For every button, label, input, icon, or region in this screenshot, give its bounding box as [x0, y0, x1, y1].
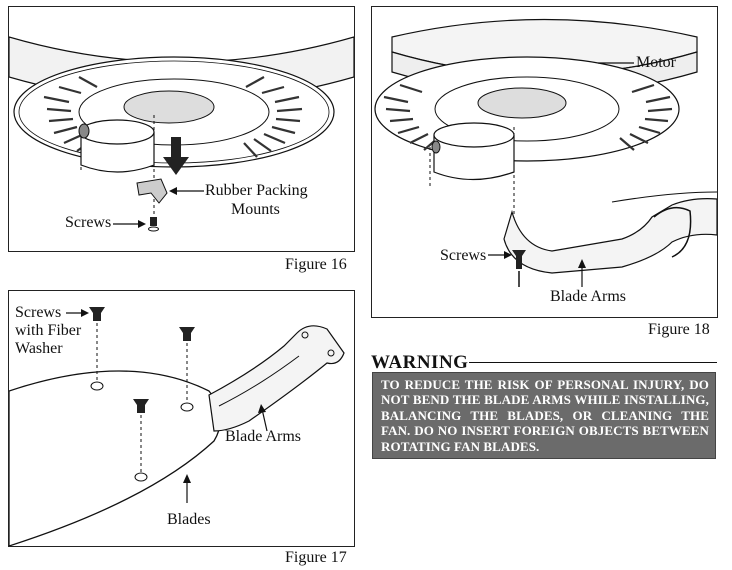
warning-heading: WARNING [371, 352, 469, 373]
motor-label: Motor [636, 54, 676, 71]
figure-18-illustration [374, 18, 717, 287]
washer-label: Washer [15, 340, 63, 357]
screws-label: Screws [65, 214, 112, 231]
warning-box: TO REDUCE THE RISK OF PERSONAL INJURY, D… [372, 372, 716, 459]
figure-17-illustration [9, 307, 345, 546]
with-fiber-label: with Fiber [15, 322, 82, 339]
screws-label: Screws [440, 247, 487, 264]
figure-17-caption: Figure 17 [285, 549, 347, 566]
figure-16-caption: Figure 16 [285, 256, 347, 273]
screws-label: Screws [15, 304, 62, 321]
blade-arms-label: Blade Arms [225, 428, 301, 445]
blade-arms-label: Blade Arms [550, 288, 626, 305]
figure-18-caption: Figure 18 [648, 321, 710, 338]
warning-text: TO REDUCE THE RISK OF PERSONAL INJURY, D… [381, 377, 709, 454]
blades-label: Blades [167, 511, 211, 528]
figure-18-panel: Motor Screws Blade Arms [371, 6, 718, 318]
warning-divider [469, 362, 717, 363]
rubber-packing-label: Rubber Packing [205, 182, 308, 199]
figure-16-panel: Rubber Packing Mounts Screws [8, 6, 355, 252]
figure-16-illustration [9, 36, 354, 232]
mounts-label: Mounts [231, 201, 280, 218]
figure-17-panel: Screws with Fiber Washer Blade Arms Blad… [8, 290, 355, 547]
